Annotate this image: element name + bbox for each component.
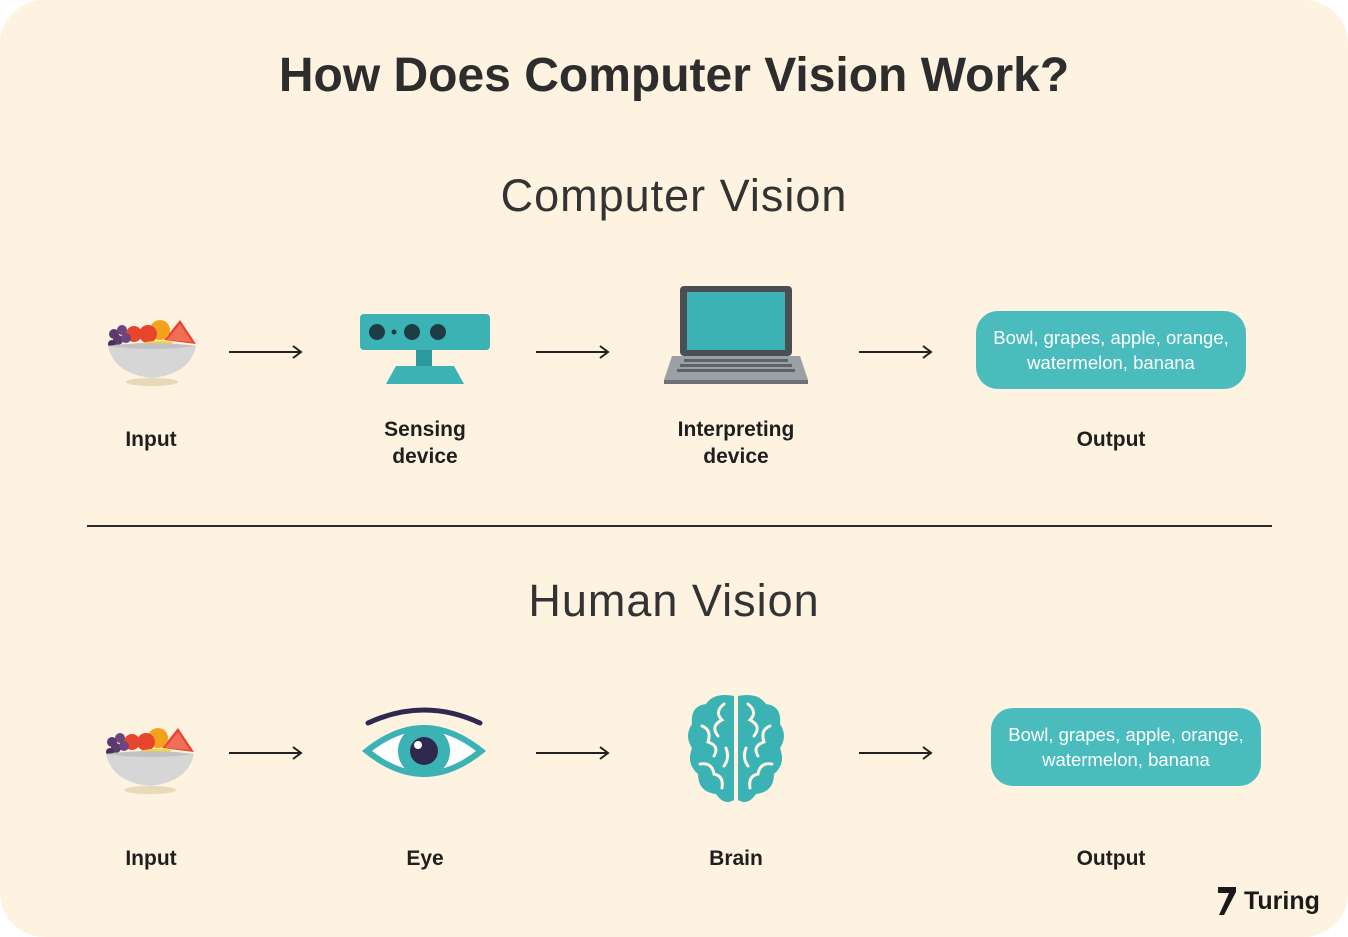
hv-step-eye-label: Eye [305, 845, 545, 872]
laptop-icon [662, 284, 810, 386]
cv-output-box: Bowl, grapes, apple, orange, watermelon,… [976, 311, 1246, 389]
output-text-line: Bowl, grapes, apple, orange, [976, 325, 1246, 350]
arrow-right-icon [859, 345, 933, 359]
hv-step-brain-label: Brain [616, 845, 856, 872]
fruit-bowl-icon [102, 720, 198, 796]
human-vision-heading: Human Vision [0, 575, 1348, 627]
brand-name: Turing [1244, 887, 1320, 916]
cv-step-output-label: Output [991, 426, 1231, 453]
cv-step-input-label: Input [31, 426, 271, 453]
output-text-line: watermelon, banana [991, 747, 1261, 772]
eye-icon [358, 703, 490, 793]
hv-step-input-label: Input [31, 845, 271, 872]
fruit-bowl-icon [104, 312, 200, 388]
arrow-right-icon [536, 345, 610, 359]
arrow-right-icon [229, 746, 303, 760]
brand-logo: Turing [1216, 885, 1320, 917]
brain-icon [684, 690, 788, 808]
computer-vision-heading: Computer Vision [0, 170, 1348, 222]
arrow-right-icon [859, 746, 933, 760]
cv-step-interpreting-label: Interpreting device [616, 416, 856, 470]
sensor-camera-icon [358, 312, 492, 388]
cv-step-sensing-label: Sensing device [305, 416, 545, 470]
arrow-right-icon [229, 345, 303, 359]
hv-step-output-label: Output [991, 845, 1231, 872]
output-text-line: Bowl, grapes, apple, orange, [991, 722, 1261, 747]
section-divider [87, 525, 1272, 527]
turing-logo-icon [1216, 885, 1238, 917]
page-title: How Does Computer Vision Work? [0, 48, 1348, 103]
output-text-line: watermelon, banana [976, 350, 1246, 375]
arrow-right-icon [536, 746, 610, 760]
hv-output-box: Bowl, grapes, apple, orange, watermelon,… [991, 708, 1261, 786]
